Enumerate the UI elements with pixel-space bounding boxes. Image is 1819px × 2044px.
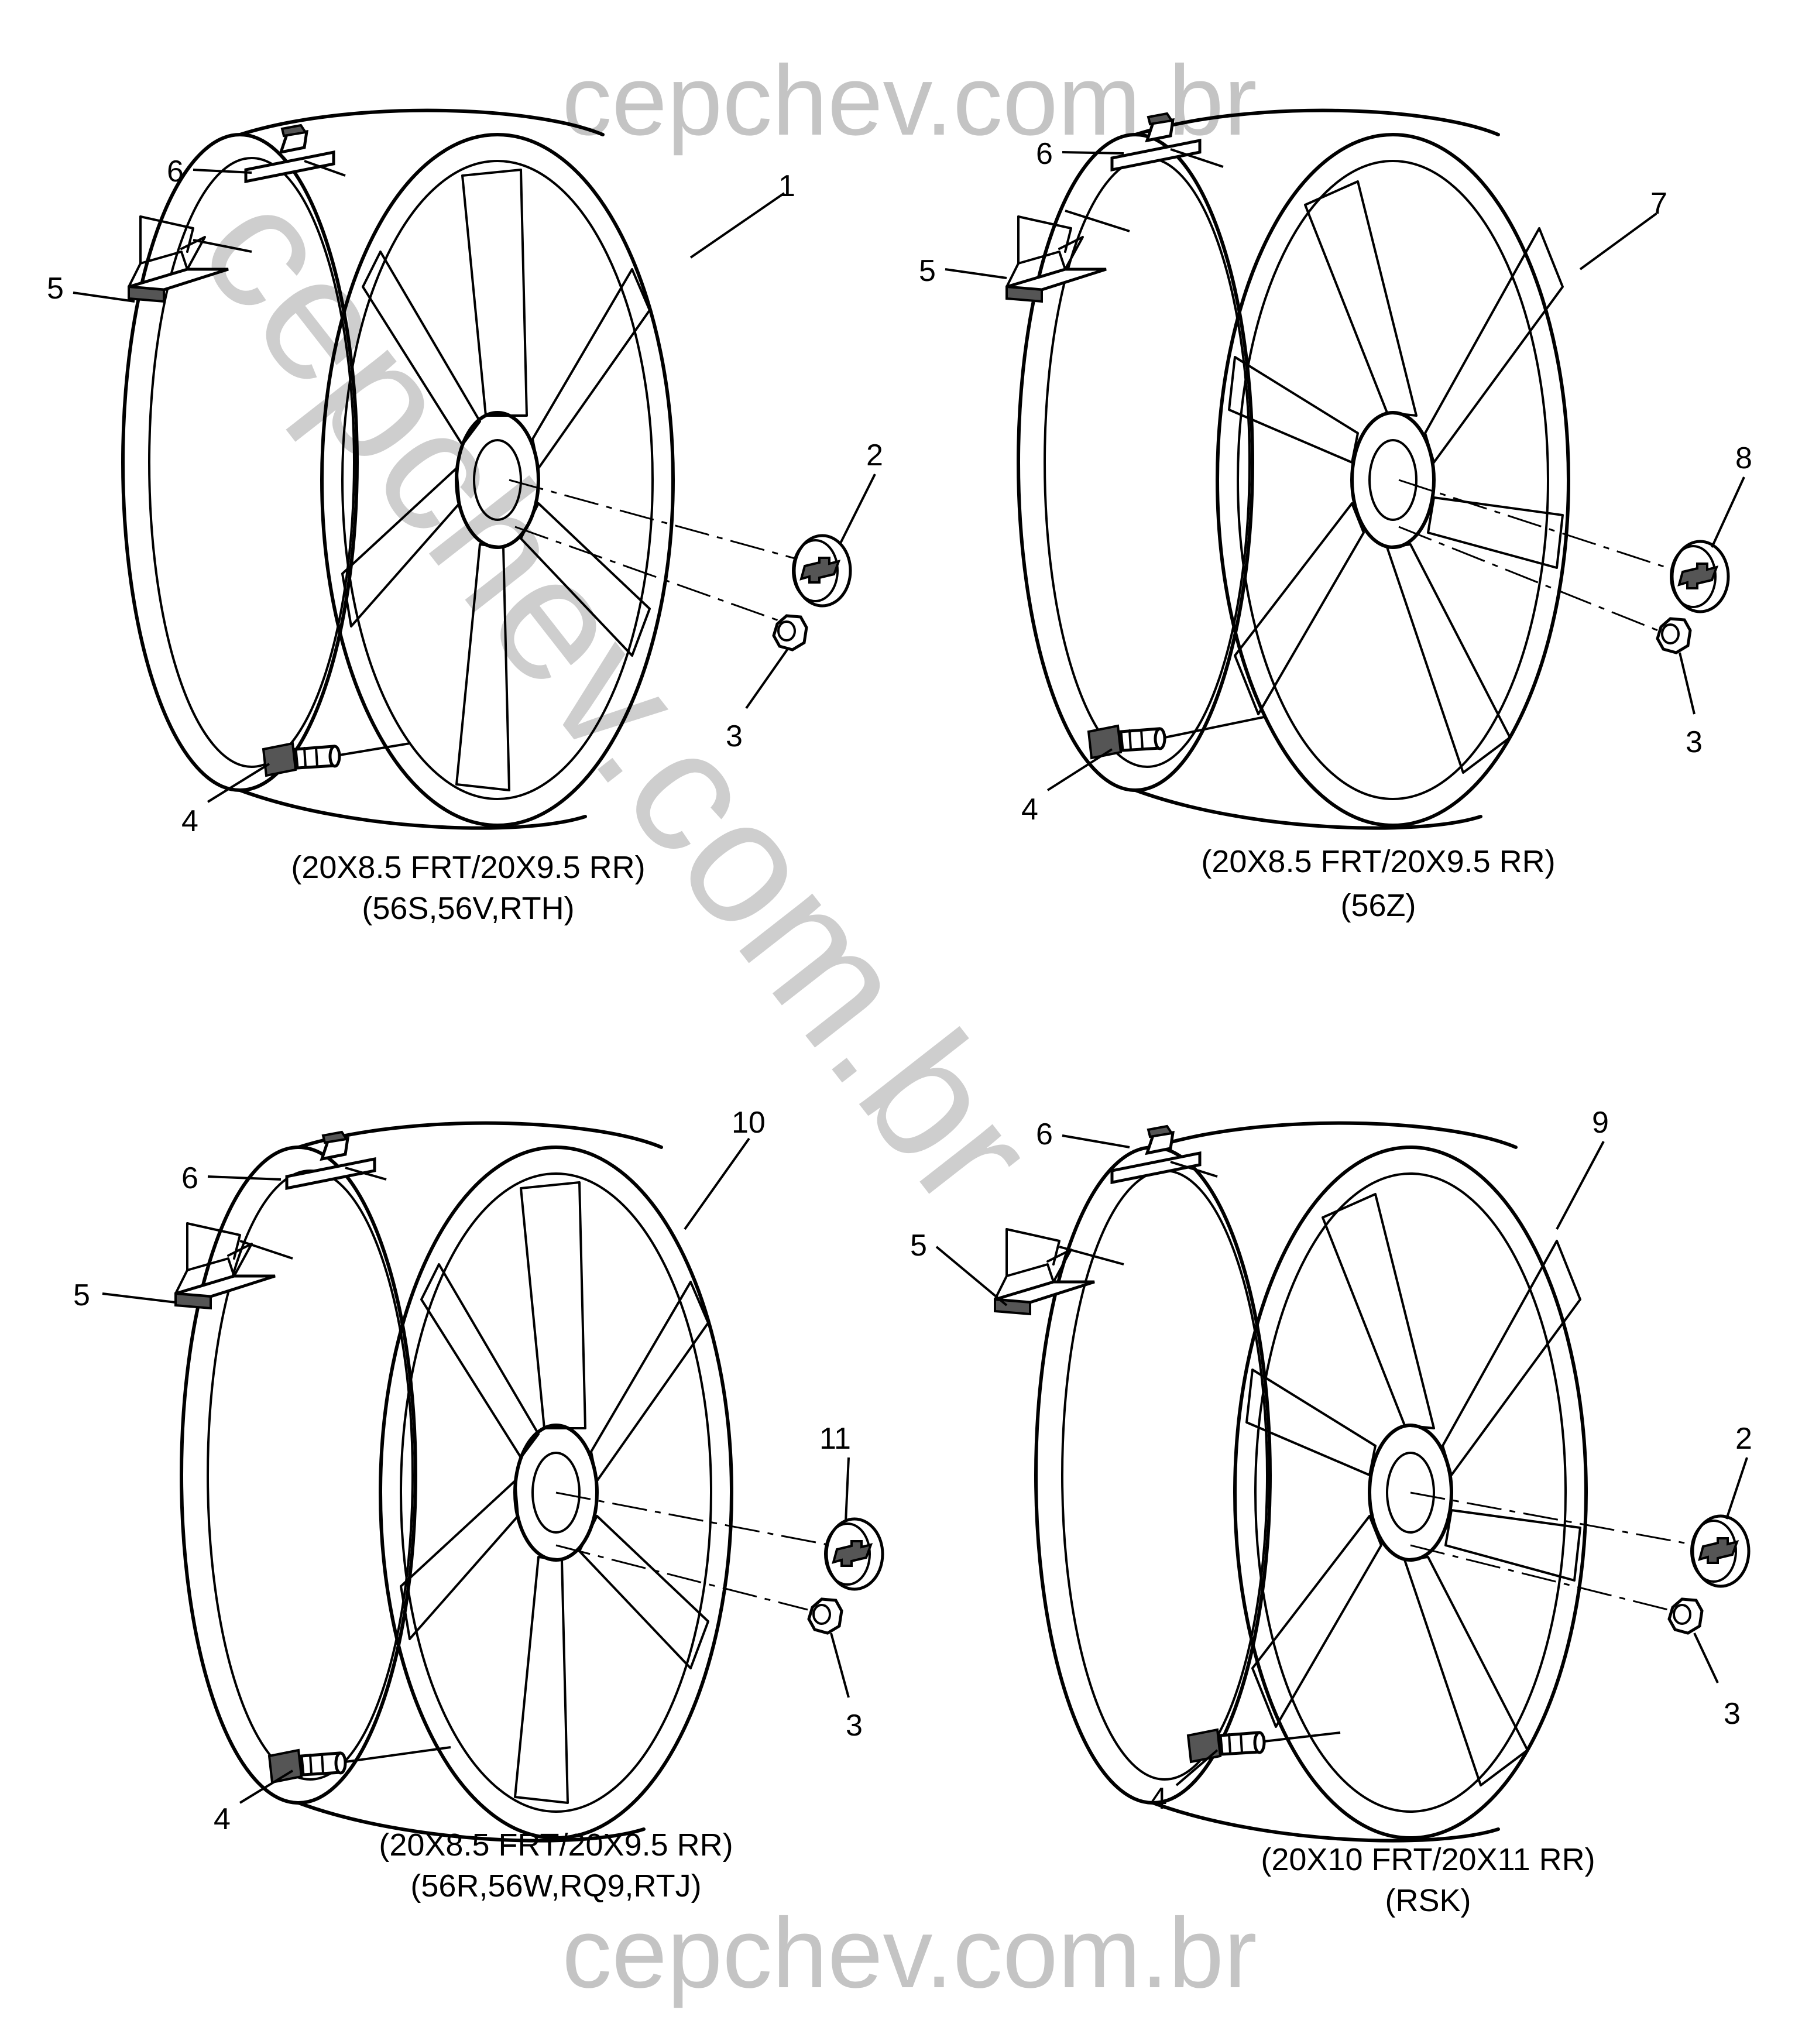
callout-valve: 4	[1021, 793, 1038, 826]
quadrant-bottom-right: 9 2 3 4 5 6 (20X10 FRT/20X11 RR) (RSK)	[910, 1106, 1752, 1918]
callout-weight: 5	[47, 272, 64, 306]
cap-axis-line	[509, 479, 808, 563]
center-cap-icon	[793, 536, 850, 606]
callout-wheel: 7	[1650, 187, 1667, 221]
wheel-10	[181, 1123, 732, 1841]
wheel-7	[1018, 111, 1569, 828]
quadrant-bottom-left: 10 11 3 4 5 6 (20X8.5 FRT/20X9.5 RR) (56…	[73, 1106, 883, 1904]
callout-wheel: 10	[732, 1106, 766, 1140]
watermark-bottom: cepchev.com.br	[562, 1898, 1257, 2009]
caption-line-1: (20X10 FRT/20X11 RR)	[1261, 1842, 1595, 1877]
nut-axis-line	[1410, 1544, 1669, 1611]
callout-clip-weight: 6	[1036, 137, 1053, 171]
caption-line-2: (56R,56W,RQ9,RTJ)	[410, 1868, 701, 1904]
callout-nut: 3	[1724, 1697, 1741, 1731]
lug-nut-icon	[1657, 619, 1690, 653]
center-cap-icon	[1671, 541, 1728, 612]
nut-axis-line	[1398, 526, 1663, 633]
callout-weight: 5	[910, 1229, 927, 1263]
lug-nut-icon	[774, 616, 806, 650]
callout-cap: 2	[1735, 1422, 1752, 1456]
caption-line-1: (20X8.5 FRT/20X9.5 RR)	[1201, 844, 1555, 879]
valve-stem-icon	[263, 743, 339, 776]
center-cap-icon	[1691, 1516, 1749, 1586]
valve-stem-icon	[1089, 726, 1165, 758]
adhesive-weight-icon	[1007, 217, 1106, 301]
callout-clip-weight: 6	[1036, 1117, 1053, 1151]
cap-axis-line	[1398, 479, 1686, 575]
cap-axis-line	[555, 1491, 832, 1546]
clip-weight-icon	[1112, 1126, 1200, 1182]
adhesive-weight-icon	[176, 1223, 275, 1308]
valve-stem-icon	[1188, 1730, 1264, 1762]
center-cap-icon	[825, 1519, 883, 1589]
caption-line-2: (RSK)	[1385, 1883, 1471, 1918]
caption-line-1: (20X8.5 FRT/20X9.5 RR)	[291, 850, 645, 885]
cap-axis-line	[1410, 1491, 1698, 1546]
callout-valve: 4	[181, 804, 198, 838]
callout-clip-weight: 6	[167, 155, 184, 188]
callout-cap: 2	[866, 438, 883, 472]
callout-clip-weight: 6	[181, 1161, 198, 1195]
callout-cap: 8	[1735, 441, 1752, 475]
quadrant-top-right: 7 8 3 4 5 6 (20X8.5 FRT/20X9.5 RR) (56Z)	[919, 111, 1752, 923]
callout-weight: 5	[73, 1278, 90, 1312]
caption-line-1: (20X8.5 FRT/20X9.5 RR)	[379, 1827, 733, 1863]
quadrant-top-left: 1 2 3 4 5 6 (20X8.5 FRT/20X9.5 RR) (56S,…	[47, 111, 883, 926]
watermark-top: cepchev.com.br	[562, 45, 1257, 156]
callout-weight: 5	[919, 254, 936, 288]
watermark-diagonal: cepchev.com.br	[163, 154, 1073, 1242]
callout-nut: 3	[726, 719, 743, 753]
callout-nut: 3	[846, 1709, 863, 1743]
lug-nut-icon	[1669, 1599, 1702, 1633]
lug-nut-icon	[809, 1599, 842, 1633]
nut-axis-line	[514, 526, 779, 622]
caption-line-2: (56Z)	[1340, 888, 1416, 923]
callout-nut: 3	[1686, 725, 1703, 759]
wheel-9	[1036, 1123, 1586, 1841]
callout-cap: 11	[819, 1422, 851, 1456]
nut-axis-line	[555, 1544, 808, 1611]
callout-wheel: 1	[778, 169, 795, 203]
callout-valve: 4	[214, 1802, 231, 1836]
callout-valve: 4	[1150, 1782, 1167, 1816]
caption-line-2: (56S,56V,RTH)	[362, 891, 574, 926]
callout-wheel: 9	[1592, 1106, 1609, 1140]
